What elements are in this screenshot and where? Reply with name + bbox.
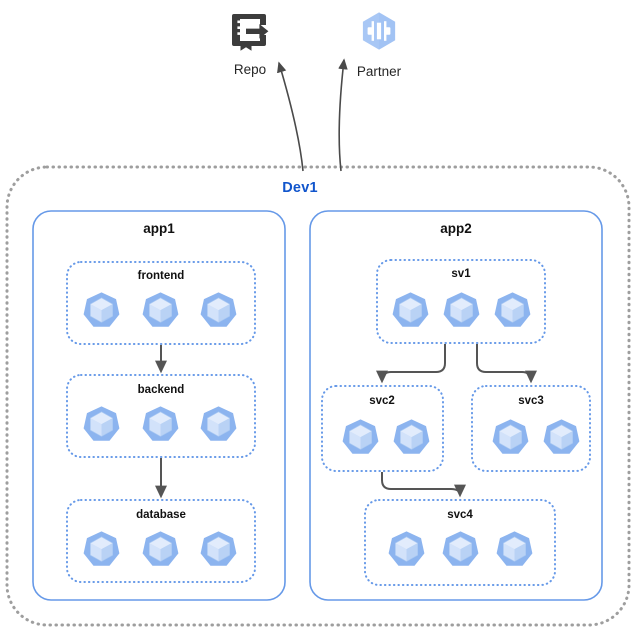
service-label-svc3[interactable]: svc3 <box>518 395 544 407</box>
pod-icon <box>83 406 120 442</box>
pod-icon <box>543 419 580 455</box>
pod-icon <box>388 531 425 567</box>
edge-sv1-to-svc2 <box>376 344 446 384</box>
pod-group-backend <box>83 406 237 442</box>
edge-dev1-to-repo <box>277 61 304 172</box>
pod-icon <box>83 292 120 328</box>
repo-export-icon[interactable] <box>232 14 269 51</box>
pod-icon <box>142 406 179 442</box>
pod-icon <box>200 531 237 567</box>
service-label-sv1[interactable]: sv1 <box>451 268 471 280</box>
pod-icon <box>142 292 179 328</box>
external-node-label-partner[interactable]: Partner <box>356 64 402 79</box>
pod-icon <box>442 531 479 567</box>
pod-group-frontend <box>83 292 237 328</box>
pod-icon <box>83 531 120 567</box>
pod-icon <box>392 292 429 328</box>
app-label-app1[interactable]: app1 <box>143 221 175 236</box>
pod-icon <box>443 292 480 328</box>
service-label-svc2[interactable]: svc2 <box>369 395 395 407</box>
edge-sv1-to-svc3 <box>476 344 537 384</box>
partner-hexagon-icon[interactable] <box>362 12 396 50</box>
pod-icon <box>200 292 237 328</box>
pod-icon <box>342 419 379 455</box>
pod-icon <box>494 292 531 328</box>
pod-icon <box>393 419 430 455</box>
edge-svc2-to-svc4 <box>381 472 466 498</box>
environment-label-dev1[interactable]: Dev1 <box>282 180 318 196</box>
external-node-label-repo[interactable]: Repo <box>233 62 267 77</box>
pod-group-database <box>83 531 237 567</box>
pod-icon <box>496 531 533 567</box>
service-label-backend[interactable]: backend <box>137 384 185 396</box>
pod-icon <box>492 419 529 455</box>
service-label-svc4[interactable]: svc4 <box>447 509 473 521</box>
pod-icon <box>142 531 179 567</box>
pod-group-svc4 <box>388 531 533 567</box>
service-label-database[interactable]: database <box>136 509 186 521</box>
pod-group-sv1 <box>392 292 531 328</box>
pod-group-svc2 <box>342 419 430 455</box>
pod-icon <box>200 406 237 442</box>
pod-group-svc3 <box>492 419 580 455</box>
service-label-frontend[interactable]: frontend <box>137 270 185 282</box>
app-label-app2[interactable]: app2 <box>440 221 472 236</box>
